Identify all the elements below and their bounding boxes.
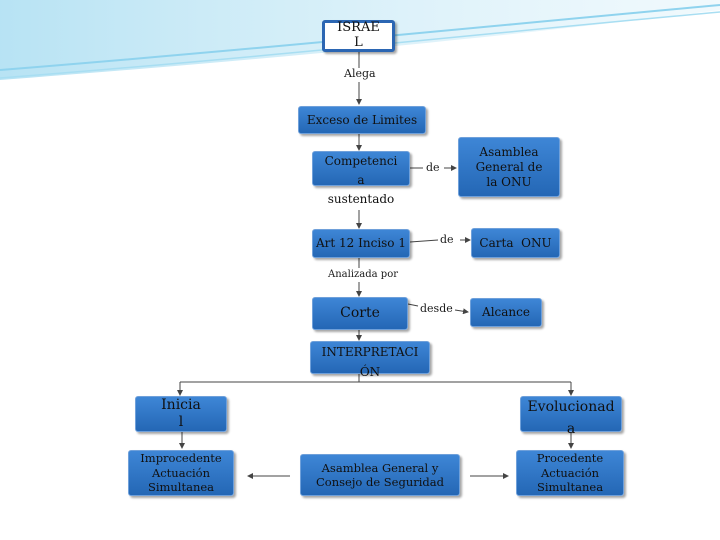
node-procedente: Procedente Actuación Simultanea xyxy=(516,450,624,496)
edge-art12-de xyxy=(409,239,439,243)
node-corte: Corte xyxy=(312,297,408,330)
edge-label-analizada-por: Analizada por xyxy=(328,269,398,280)
edge-label-de-1: de xyxy=(426,161,440,174)
node-asamblea-consejo: Asamblea General y Consejo de Seguridad xyxy=(300,454,460,496)
node-evolucionada: Evolucionad a xyxy=(520,396,622,437)
node-asamblea-onu: Asamblea General de la ONU xyxy=(458,137,560,197)
node-exceso-limites: Exceso de Limites xyxy=(298,106,426,134)
node-alcance: Alcance xyxy=(470,298,542,327)
edge-corte-desde xyxy=(407,303,419,307)
node-israel: ISRAE L xyxy=(322,20,395,52)
node-competencia: Competenci a sustentado xyxy=(312,151,410,206)
node-interpretacion: INTERPRETACI ÓN xyxy=(310,341,430,379)
node-art12: Art 12 Inciso 1 xyxy=(312,229,410,258)
edge-desde-alcance xyxy=(454,308,469,315)
node-inicial: Inicia l xyxy=(135,396,227,432)
node-improcedente: Improcedente Actuación Simultanea xyxy=(128,450,234,496)
node-carta-onu: Carta ONU xyxy=(471,228,560,258)
edge-label-alega: Alega xyxy=(344,67,376,80)
edge-label-de-2: de xyxy=(440,233,454,246)
edge-label-desde: desde xyxy=(420,302,453,315)
